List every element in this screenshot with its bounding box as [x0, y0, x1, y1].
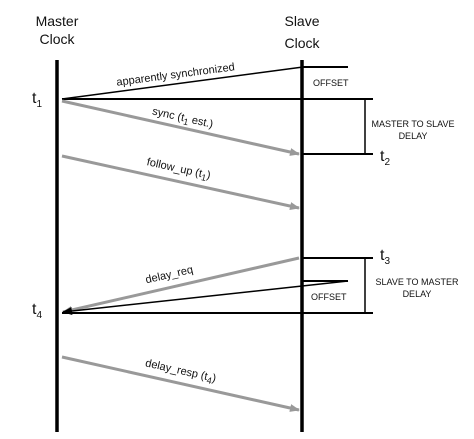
slave-to-master-delay-line2: DELAY — [403, 289, 432, 299]
slave-to-master-black-line — [62, 280, 349, 316]
follow-up-label: follow_up (t1) — [145, 156, 211, 184]
master-clock-label-line2: Clock — [39, 31, 75, 47]
slave-to-master-delay-line1: SLAVE TO MASTER — [375, 277, 459, 287]
offset-bottom-label: OFFSET — [311, 292, 347, 302]
follow-up-arrow — [61, 154, 300, 210]
master-clock-label-line1: Master — [36, 13, 79, 29]
t3-label: t3 — [380, 247, 390, 267]
sync-arrow — [61, 99, 300, 156]
delay-req-arrow — [62, 256, 300, 314]
apparently-synchronized-line — [61, 66, 304, 100]
master-to-slave-delay-line2: DELAY — [399, 131, 428, 141]
slave-clock-label-line2: Clock — [284, 35, 320, 51]
t2-label: t2 — [380, 148, 390, 168]
slave-clock-label-line1: Slave — [284, 13, 319, 29]
offset-top-label: OFFSET — [313, 78, 349, 88]
delay-resp-arrow — [61, 355, 300, 412]
t1-label: t1 — [32, 90, 42, 110]
t4-label: t4 — [32, 301, 42, 321]
master-to-slave-delay-line1: MASTER TO SLAVE — [371, 119, 454, 129]
